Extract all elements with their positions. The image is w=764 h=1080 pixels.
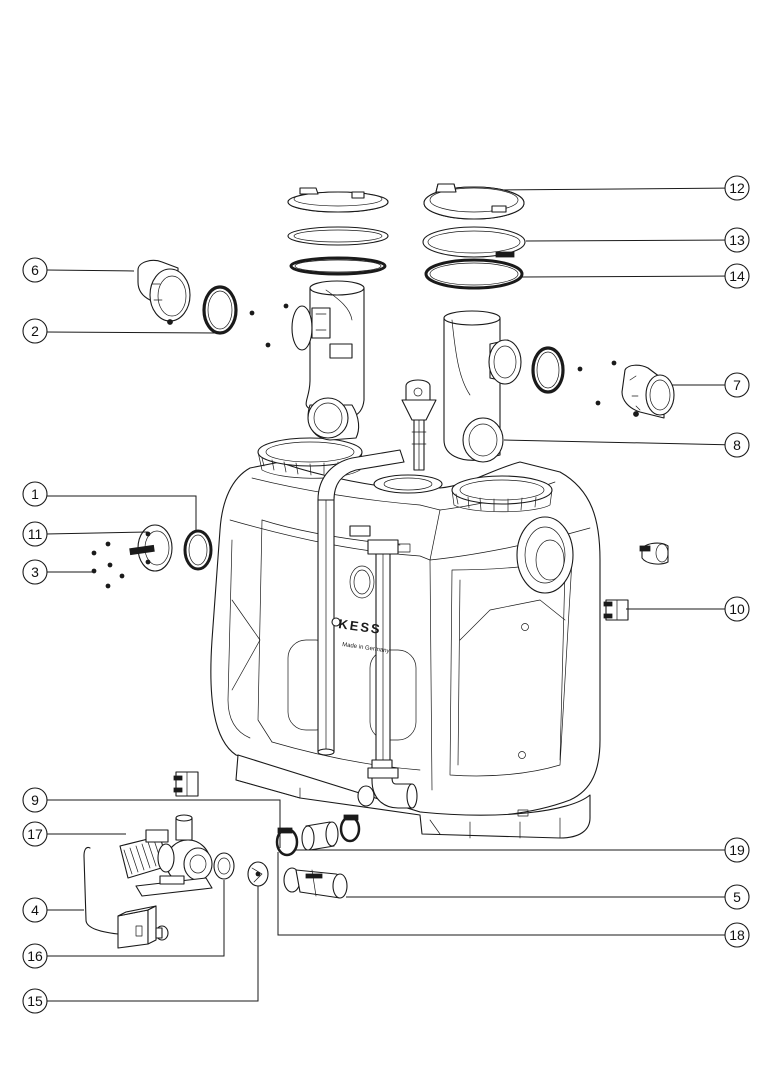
part-17-pump	[119, 814, 213, 897]
callout-11: 11	[22, 521, 48, 547]
part-15-impeller	[247, 861, 269, 887]
callout-14: 14	[724, 263, 750, 289]
part-4-control-box	[83, 846, 169, 949]
part-13-clamp-ring-left	[287, 226, 389, 246]
svg-text:11: 11	[28, 526, 43, 542]
part-14-seal-right	[424, 258, 524, 290]
callout-4: 4	[22, 897, 48, 923]
part-9-clamp	[173, 771, 199, 797]
brand-text: KESS	[338, 616, 383, 637]
part-6-inlet-adapter	[137, 259, 191, 325]
callout-13: 13	[724, 227, 750, 253]
callout-18: 18	[724, 922, 750, 948]
part-13-clamp-ring-right	[422, 226, 526, 258]
callout-bubbles: 1 2 3 4 5 6 7 8 9 10 11 12 13 14 15 16 1…	[22, 175, 750, 1014]
part-12-redraw	[287, 183, 525, 220]
svg-text:2: 2	[31, 323, 39, 339]
part-7-seal-ring	[531, 346, 565, 394]
tank-service-port	[373, 474, 443, 494]
callout-12: 12	[724, 175, 750, 201]
callout-1: 1	[22, 481, 48, 507]
part-1-seal-ring	[183, 529, 213, 571]
tank-inspection-window	[349, 565, 375, 599]
callout-8: 8	[724, 432, 750, 458]
inlet-tee-left	[291, 280, 365, 441]
svg-text:6: 6	[31, 262, 39, 278]
tank-inlet-neck-left	[257, 437, 363, 479]
part-16-gasket	[213, 852, 235, 880]
svg-text:1: 1	[31, 486, 39, 502]
svg-text:8: 8	[733, 437, 741, 453]
svg-text:16: 16	[27, 948, 43, 964]
svg-text:5: 5	[733, 889, 741, 905]
svg-text:4: 4	[31, 902, 39, 918]
part-10-clamp-upper	[639, 542, 669, 565]
part-19-hose-clamps	[275, 814, 361, 857]
svg-text:17: 17	[27, 826, 43, 842]
tank-inlet-neck-right	[451, 475, 553, 513]
part-7-inlet-adapter	[621, 364, 675, 419]
svg-text:12: 12	[729, 180, 745, 196]
callout-15: 15	[22, 988, 48, 1014]
callout-7: 7	[724, 372, 750, 398]
svg-text:14: 14	[729, 268, 745, 284]
screws-group-right	[577, 360, 617, 406]
callout-19: 19	[724, 837, 750, 863]
inlet-tee-right	[443, 310, 522, 463]
svg-text:10: 10	[729, 601, 745, 617]
tank-body	[210, 461, 601, 839]
part-14-seal-left	[289, 256, 387, 276]
part-11-flange	[129, 524, 173, 572]
tank-side-inlet	[516, 516, 574, 594]
svg-text:3: 3	[31, 564, 39, 580]
svg-text:7: 7	[733, 377, 741, 393]
part-2-seal-ring	[202, 285, 238, 335]
callout-5: 5	[724, 884, 750, 910]
callout-16: 16	[22, 943, 48, 969]
svg-text:18: 18	[729, 927, 745, 943]
svg-text:15: 15	[27, 993, 43, 1009]
part-10-clamp-lower	[603, 599, 629, 621]
riser-pipe	[349, 525, 418, 809]
svg-text:13: 13	[729, 232, 745, 248]
svg-text:9: 9	[31, 792, 39, 808]
level-sensor	[401, 379, 437, 471]
callout-17: 17	[22, 821, 48, 847]
callout-2: 2	[22, 318, 48, 344]
part-5-check-valve	[283, 867, 348, 899]
callout-9: 9	[22, 787, 48, 813]
callout-6: 6	[22, 257, 48, 283]
svg-text:19: 19	[729, 842, 745, 858]
screws-group-left	[249, 303, 289, 348]
callout-10: 10	[724, 596, 750, 622]
vent-pipe	[317, 449, 405, 756]
part-3-screws	[91, 541, 125, 589]
callout-3: 3	[22, 559, 48, 585]
